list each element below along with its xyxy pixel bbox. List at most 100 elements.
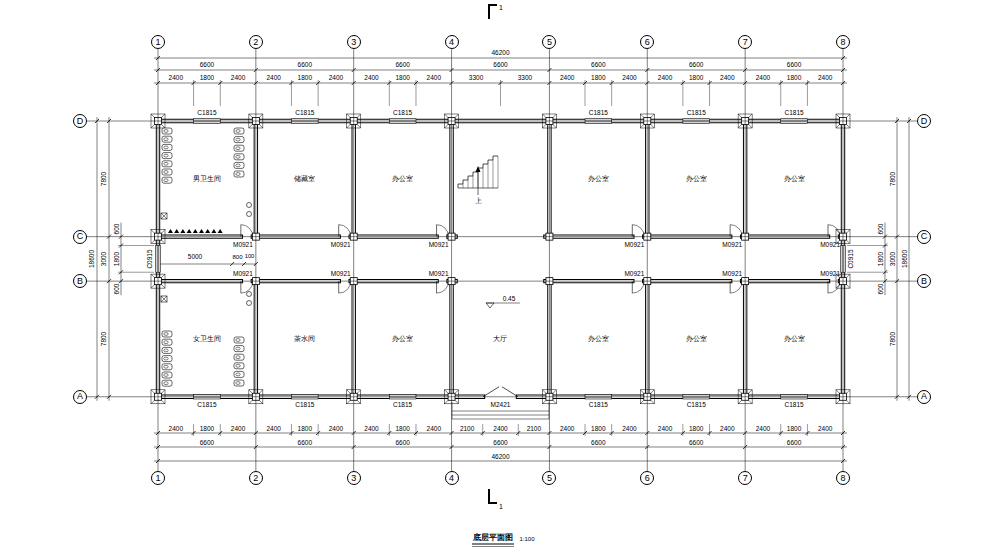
window-tag: C1815	[295, 402, 314, 409]
door-tag: M2421	[490, 402, 512, 409]
dimension-line	[154, 433, 847, 434]
window-line	[683, 121, 710, 122]
dimension-line	[154, 70, 847, 71]
node-text: 1	[155, 38, 160, 47]
toilet-fixture	[234, 145, 244, 151]
extension-line	[500, 80, 501, 106]
door-leaf	[632, 225, 633, 237]
node-text: B	[921, 277, 927, 286]
extension-line	[415, 424, 416, 436]
axis-bubble: 8	[836, 35, 850, 49]
window-line	[389, 120, 416, 121]
node-text: C	[921, 232, 928, 241]
dimension-text: 6600	[591, 62, 605, 69]
door-leaf	[436, 225, 437, 237]
dimension-text: 2400	[658, 426, 672, 433]
room-area: 女卫生间	[161, 284, 253, 394]
dimension-text: 1800	[200, 426, 214, 433]
dimension-line	[97, 117, 98, 401]
toilet-fixture	[234, 354, 244, 360]
column-capital-line	[749, 400, 753, 404]
toilet-fixture	[234, 128, 244, 134]
dimension-text: 6600	[689, 440, 703, 447]
toilet-bowl	[164, 341, 168, 344]
dimension-line	[121, 223, 122, 295]
toilet-bowl	[236, 138, 240, 141]
column-capital-line	[357, 114, 361, 118]
axis-bubble: 4	[445, 35, 459, 49]
extension-line	[318, 424, 319, 436]
stair-arrowhead	[476, 166, 481, 172]
column-capital-line	[162, 400, 166, 404]
node-text: 办公室	[686, 175, 707, 182]
dimension-text: 3000	[101, 252, 108, 266]
column-capital-line	[651, 390, 655, 394]
door-swing	[730, 225, 742, 237]
column-capital-line	[445, 400, 449, 404]
dimension-text: 7800	[889, 332, 896, 346]
room-area: 办公室	[650, 284, 742, 394]
column-capital-line	[749, 390, 753, 394]
extension-line	[220, 424, 221, 436]
urinal	[211, 229, 216, 233]
room-area: 办公室	[650, 124, 742, 234]
column-capital-line	[749, 114, 753, 118]
axis-bubble: D	[917, 114, 931, 128]
column-capital-line	[847, 285, 851, 289]
dimension-text: 1800	[395, 75, 409, 82]
door-swing	[437, 281, 449, 293]
column-capital-line	[553, 114, 557, 118]
extension-line	[682, 80, 683, 106]
window-tag: C0915	[147, 248, 154, 269]
toilet-fixture	[162, 364, 172, 370]
dimension-text: 6600	[395, 440, 409, 447]
column-capital-line	[357, 390, 361, 394]
window-tag: C1815	[784, 402, 803, 409]
door-tag: M0921	[233, 270, 253, 277]
toilet-bowl	[236, 164, 240, 167]
window-line	[291, 397, 318, 398]
column-capital-line	[259, 125, 263, 129]
column-capital-line	[151, 400, 155, 404]
column-capital-line	[357, 125, 361, 129]
dimension-text: 1800	[298, 426, 312, 433]
column-capital-line	[455, 390, 459, 394]
window-line	[781, 397, 808, 398]
toilet-fixture	[162, 347, 172, 353]
dimension-text: 1800	[689, 426, 703, 433]
extension-line	[118, 272, 154, 273]
dimension-text: 2400	[329, 426, 343, 433]
dimension-text: 6600	[787, 62, 801, 69]
window-tag: C1815	[687, 110, 706, 117]
dimension-text: 2100	[460, 426, 474, 433]
window-tag: C1815	[197, 110, 216, 117]
door-leaf	[828, 281, 829, 293]
toilet-bowl	[164, 146, 168, 149]
axis-line	[158, 49, 159, 471]
dimension-text: 1800	[591, 426, 605, 433]
toilet-fixture	[234, 363, 244, 369]
entrance-step	[452, 411, 549, 412]
column-capital-line	[151, 125, 155, 129]
dimension-text: 2400	[622, 426, 636, 433]
axis-bubble: 3	[347, 35, 361, 49]
toilet-fixture	[234, 171, 244, 177]
dimension-text: 2400	[266, 75, 280, 82]
axis-bubble: A	[73, 390, 87, 404]
dimension-text: 600	[877, 224, 884, 235]
section-mark	[489, 489, 497, 503]
extension-line	[291, 424, 292, 436]
toilet-fixture	[162, 153, 172, 159]
window-tag: C1815	[295, 110, 314, 117]
axis-bubble: 1	[151, 35, 165, 49]
column-capital-line	[738, 114, 742, 118]
axis-bubble: B	[73, 274, 87, 288]
extension-line	[585, 424, 586, 436]
urinal	[187, 229, 192, 233]
column-capital-line	[738, 125, 742, 129]
window-line	[843, 246, 844, 273]
extension-line	[415, 80, 416, 106]
column-capital-line	[151, 274, 155, 278]
window-line	[585, 396, 612, 397]
